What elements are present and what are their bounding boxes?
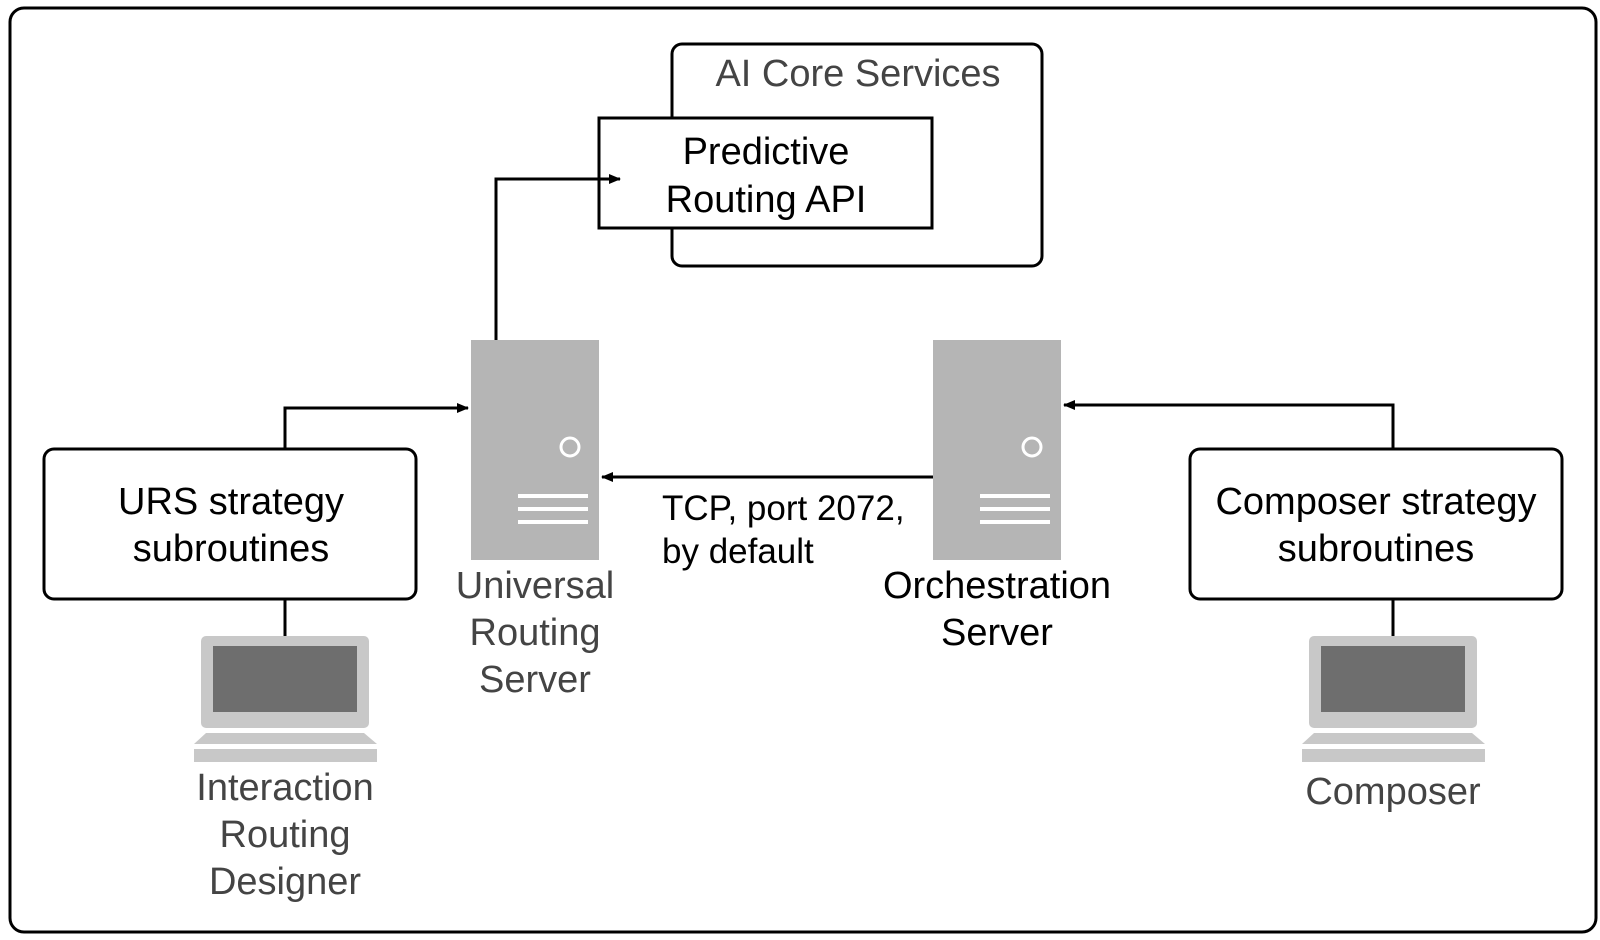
universal-routing-server-label-line1: Universal (456, 565, 614, 607)
urs-strategy-label-line2: subroutines (133, 528, 329, 570)
urs-strategy-label-line1: URS strategy (118, 481, 344, 523)
composer-label: Composer (1305, 771, 1481, 813)
composer-strategy-box (1188, 447, 1564, 601)
composer-strategy-to-orchestration-connector (1063, 400, 1395, 449)
universal-routing-server-label-line2: Routing (470, 612, 601, 654)
composer-laptop-icon (1302, 636, 1485, 762)
composer-strategy-label-line1: Composer strategy (1215, 481, 1536, 523)
orchestration-server-label-line2: Server (941, 612, 1053, 654)
universal-routing-server-icon (471, 340, 599, 560)
urs-to-api-connector (494, 174, 621, 340)
ai-core-services-label: AI Core Services (715, 53, 1000, 95)
urs-strategy-to-urs-connector (283, 403, 469, 449)
predictive-routing-api-label-line1: Predictive (683, 131, 850, 173)
predictive-routing-api-label-line2: Routing API (666, 179, 867, 221)
urs-strategy-group: URS strategy subroutines (42, 447, 418, 601)
composer-strategy-label-line2: subroutines (1278, 528, 1474, 570)
interaction-routing-designer-laptop-icon (194, 636, 377, 762)
composer-strategy-group: Composer strategy subroutines (1188, 447, 1564, 601)
tcp-connection-label-line1: TCP, port 2072, (662, 489, 905, 528)
orchestration-server-icon (933, 340, 1061, 560)
interaction-routing-designer-label-line1: Interaction (196, 767, 373, 809)
interaction-routing-designer-label-line2: Routing (220, 814, 351, 856)
orchestration-server-label-line1: Orchestration (883, 565, 1111, 607)
urs-strategy-box (42, 447, 418, 601)
universal-routing-server-label-line3: Server (479, 659, 591, 701)
tcp-connection-label-line2: by default (662, 532, 814, 571)
predictive-routing-api-box (597, 116, 934, 230)
predictive-routing-api-group: Predictive Routing API (597, 116, 934, 230)
interaction-routing-designer-label-line3: Designer (209, 861, 361, 903)
outer-frame (8, 6, 1598, 934)
